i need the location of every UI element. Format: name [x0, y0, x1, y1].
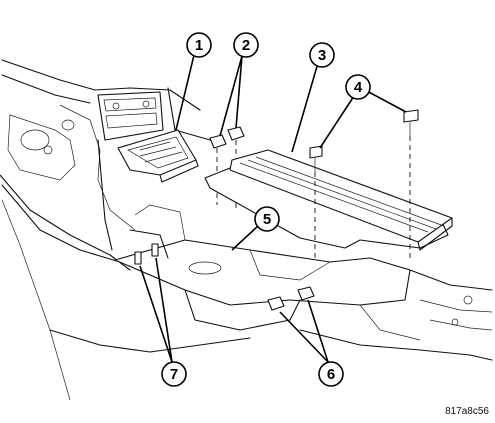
callout-7-label: 7	[170, 366, 178, 383]
callout-2-label: 2	[242, 37, 250, 54]
part-5-console-base	[114, 204, 411, 331]
callout-6: 6	[318, 361, 344, 387]
dashboard-panel	[0, 59, 201, 401]
callout-1-label: 1	[195, 37, 203, 54]
callout-5-label: 5	[263, 211, 271, 228]
center-stack	[97, 87, 211, 251]
part-6-nuts	[267, 286, 315, 311]
callout-4: 4	[345, 74, 371, 100]
part-3-console-plate	[204, 149, 453, 251]
callout-3-label: 3	[318, 47, 326, 64]
callout-1: 1	[186, 32, 212, 58]
callout-7: 7	[161, 361, 187, 387]
part-4-screws	[309, 109, 419, 290]
callout-6-label: 6	[327, 366, 335, 383]
floor-pan	[49, 269, 493, 361]
part-7-studs	[134, 243, 159, 265]
callout-2: 2	[233, 32, 259, 58]
leader-lines	[139, 54, 407, 363]
callout-5: 5	[254, 206, 280, 232]
part-1-shifter-bezel	[117, 129, 199, 183]
callout-3: 3	[309, 42, 335, 68]
figure-code: 817a8c56	[445, 406, 489, 417]
callout-4-label: 4	[354, 79, 363, 96]
